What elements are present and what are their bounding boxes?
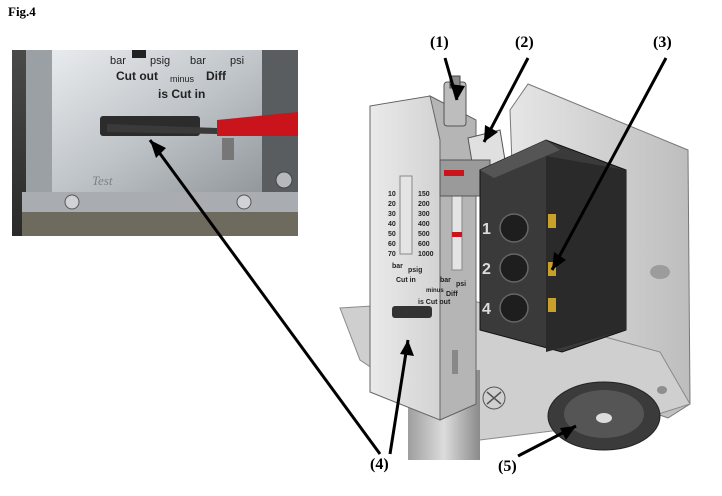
mounting-hole xyxy=(650,265,670,279)
terminal-number: 2 xyxy=(482,261,491,278)
scale-left-values: 10 20 30 40 50 60 70 xyxy=(388,191,396,258)
leader-2 xyxy=(482,57,530,143)
arrowhead xyxy=(552,252,566,270)
photo-test-engraving: Test xyxy=(92,173,113,188)
svg-text:50: 50 xyxy=(388,231,396,238)
scale-right-values: 150 200 300 400 500 600 1000 xyxy=(418,191,434,258)
svg-text:30: 30 xyxy=(388,211,396,218)
scale-window-right xyxy=(451,189,463,271)
callout-5: (5) xyxy=(498,458,517,475)
terminal-screws xyxy=(499,213,529,323)
callout-3: (3) xyxy=(653,34,672,51)
svg-text:300: 300 xyxy=(418,211,430,218)
photo-diff-label: Diff xyxy=(206,69,227,83)
callout-2: (2) xyxy=(515,34,534,51)
terminal-number: 1 xyxy=(482,221,491,238)
arrowhead xyxy=(150,140,166,158)
mounting-hole xyxy=(657,386,667,394)
screwdriver-handle xyxy=(217,112,298,136)
photo-scale-label: bar xyxy=(190,55,206,67)
arrowhead xyxy=(560,426,576,440)
photo-scale-label: psi xyxy=(230,55,244,67)
scale-unit: bar xyxy=(392,263,403,270)
photo-cut-out-label: Cut out xyxy=(116,69,158,83)
scale-pointer xyxy=(452,232,462,237)
plate-text: Diff xyxy=(446,291,458,298)
photo-scale-label: psig xyxy=(150,55,170,67)
callout-4: (4) xyxy=(370,456,389,473)
scale-unit: psi xyxy=(456,281,466,288)
plate-text: minus xyxy=(426,288,444,294)
photo-scale-label: bar xyxy=(110,55,126,67)
svg-text:400: 400 xyxy=(418,221,430,228)
svg-text:20: 20 xyxy=(388,201,396,208)
plate-text: Cut in xyxy=(396,277,416,284)
photo-is-cut-in-label: is Cut in xyxy=(158,87,205,101)
screw-icon xyxy=(64,194,80,210)
leader-4b xyxy=(388,339,410,455)
svg-text:500: 500 xyxy=(418,231,430,238)
screw-icon xyxy=(236,194,252,210)
callout-1: (1) xyxy=(430,34,449,51)
leader-4a xyxy=(148,139,382,455)
arrowhead xyxy=(400,340,414,356)
svg-text:150: 150 xyxy=(418,191,430,198)
arrowhead xyxy=(484,125,498,142)
svg-text:200: 200 xyxy=(418,201,430,208)
screwdriver-shaft xyxy=(107,124,217,134)
svg-text:70: 70 xyxy=(388,251,396,258)
svg-text:1000: 1000 xyxy=(418,251,434,258)
terminal-number: 4 xyxy=(482,301,491,318)
figure-label: Fig.4 xyxy=(8,4,36,19)
photo-minus-label: minus xyxy=(170,74,195,84)
scale-unit: psig xyxy=(408,267,422,274)
arrowhead xyxy=(450,84,465,100)
screw-icon xyxy=(275,171,293,189)
inset-photo: bar psig bar psi Cut out minus Diff is C… xyxy=(12,50,298,236)
scale-window-left xyxy=(399,175,413,255)
adjust-slot xyxy=(392,306,432,318)
photo-base xyxy=(22,192,298,214)
plate-text: is Cut out xyxy=(418,299,451,306)
svg-text:40: 40 xyxy=(388,221,396,228)
svg-text:600: 600 xyxy=(418,241,430,248)
svg-text:10: 10 xyxy=(388,191,396,198)
scale-unit: bar xyxy=(440,277,451,284)
leader-3 xyxy=(550,57,668,271)
svg-text:60: 60 xyxy=(388,241,396,248)
